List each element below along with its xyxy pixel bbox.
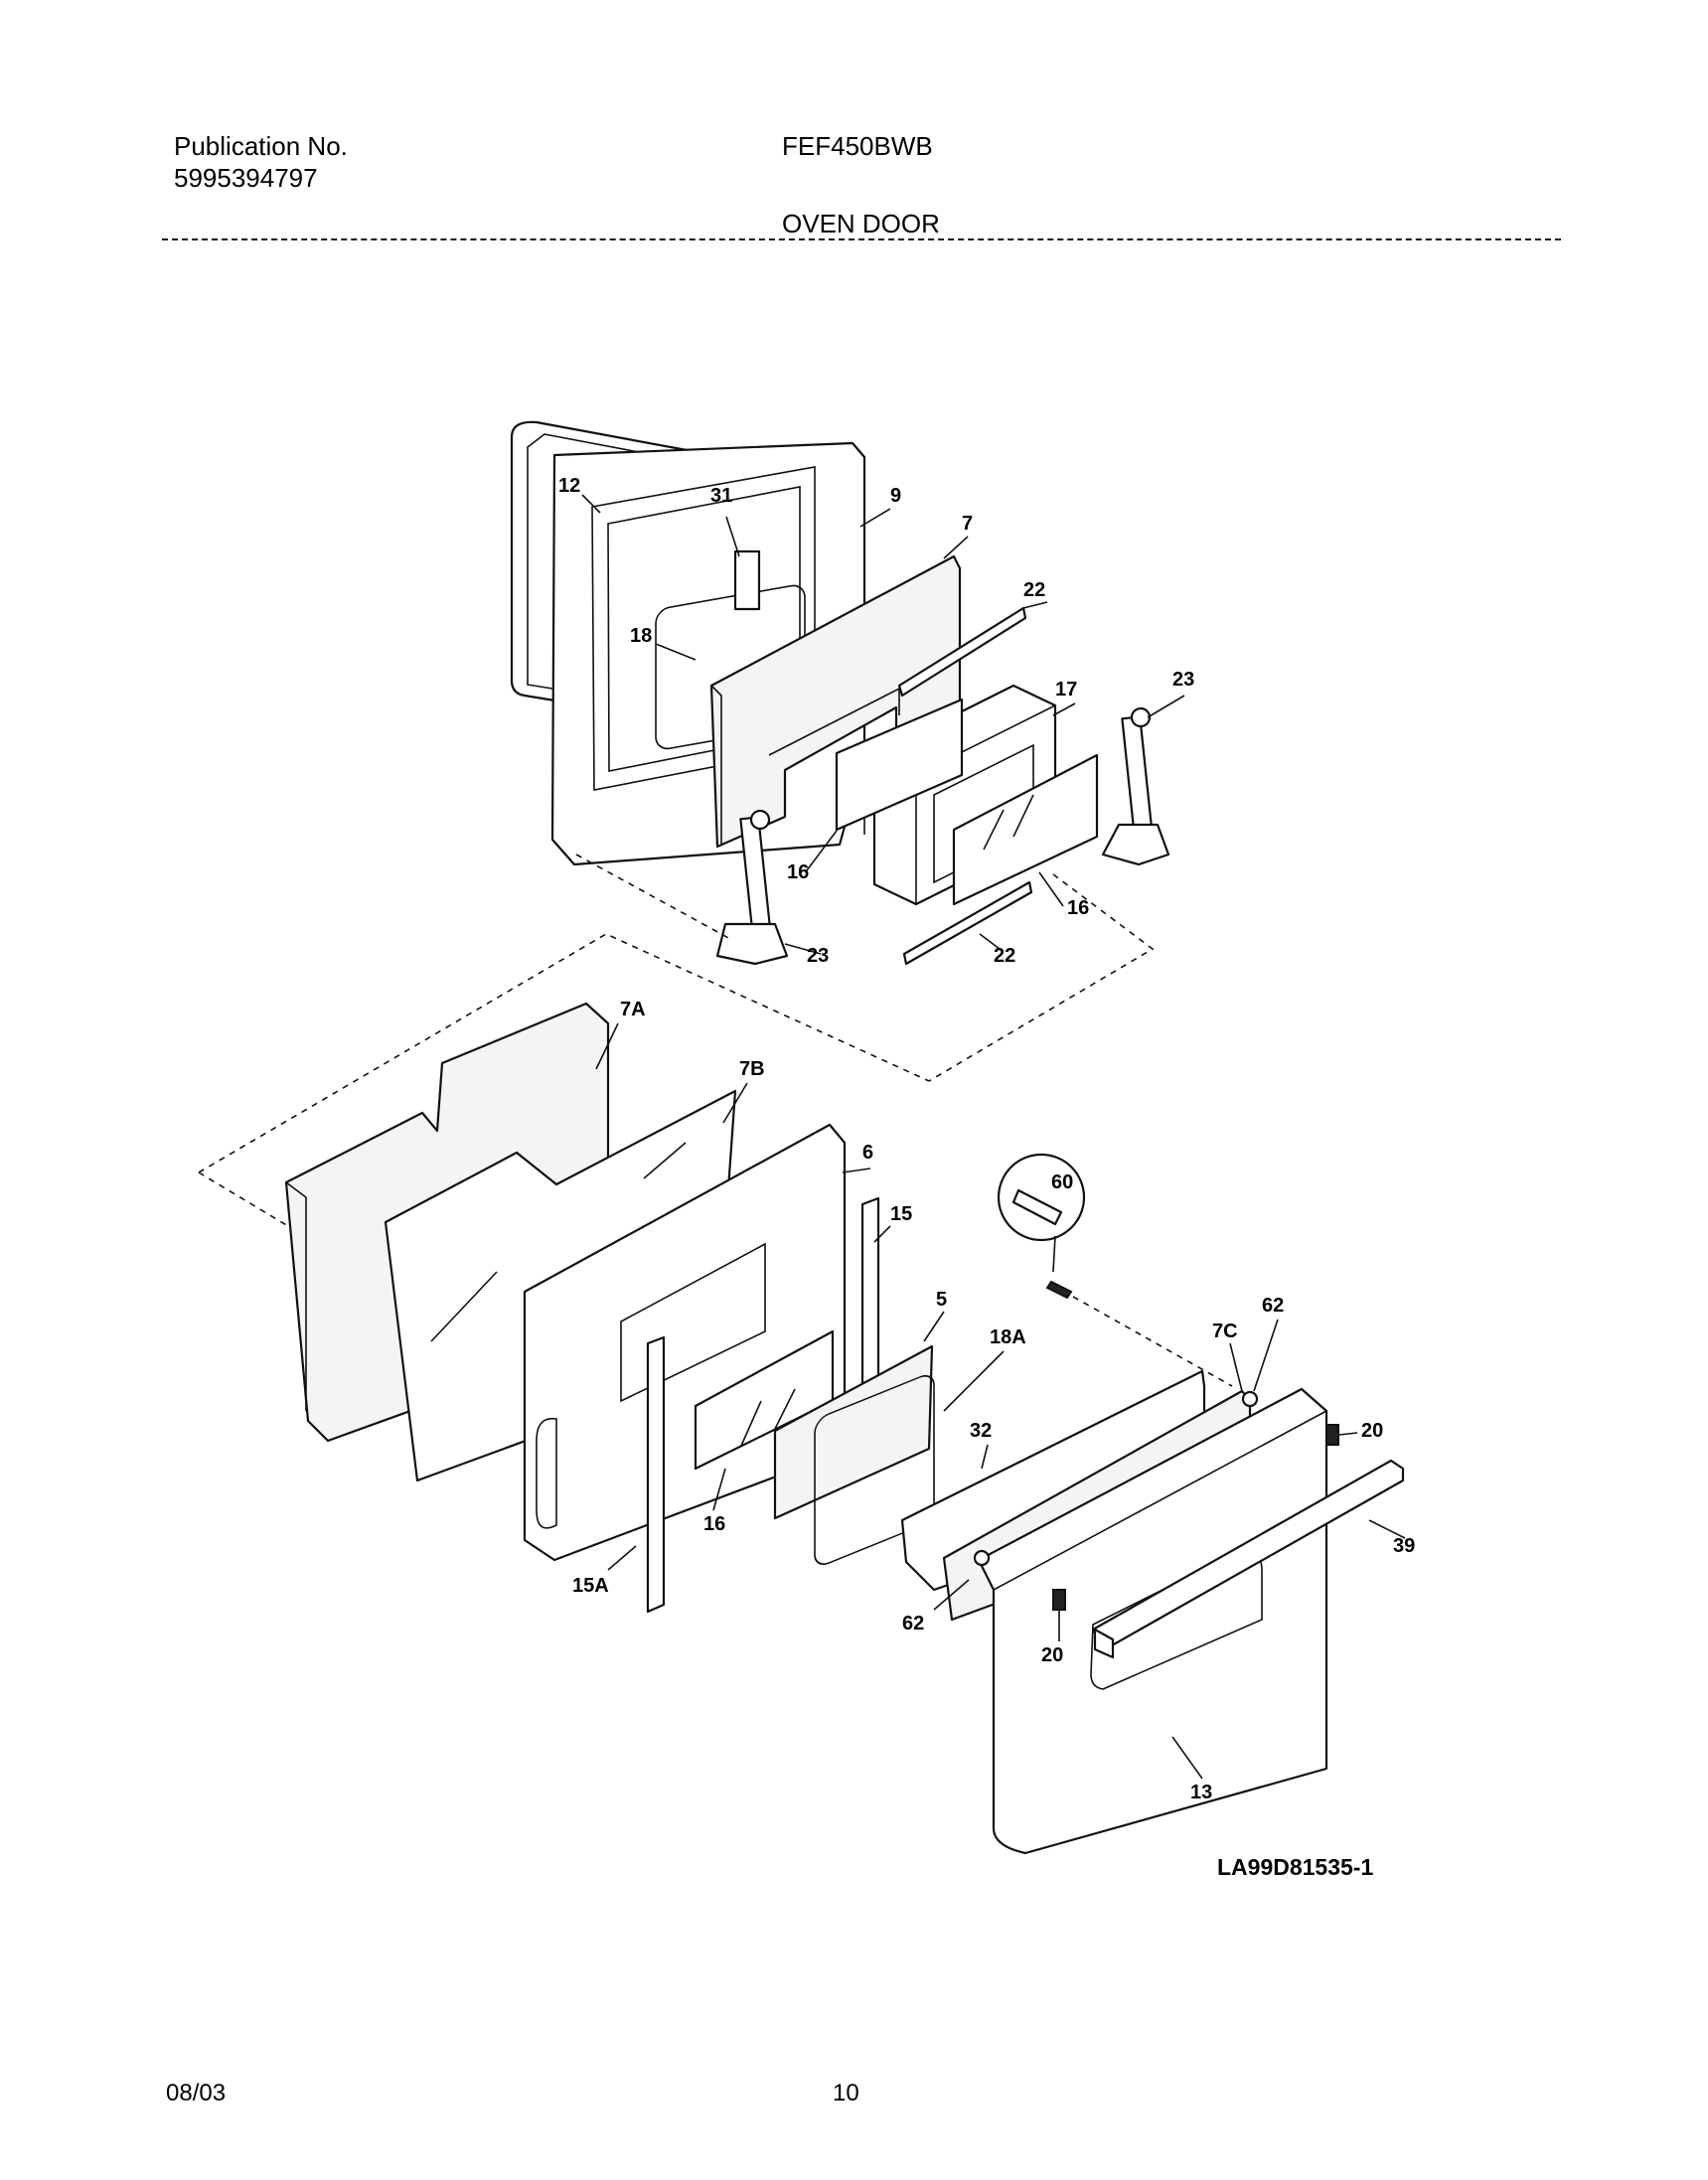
callout-7A: 7A: [620, 999, 646, 1020]
part-31-bracket: [733, 549, 761, 611]
part-15A-side-channel: [646, 1335, 666, 1614]
callout-16b: 16: [1067, 897, 1089, 919]
callout-62: 62: [1262, 1295, 1284, 1317]
footer-page-number: 10: [833, 2080, 859, 2106]
callout-12: 12: [558, 475, 580, 497]
part-62-bumper-bottom: [973, 1549, 991, 1567]
figure-code: LA99D81535-1: [1217, 1854, 1374, 1880]
part-18A-gasket: [814, 1374, 935, 1566]
part-22-upper-channel: [897, 606, 1027, 698]
callout-7B: 7B: [739, 1058, 765, 1080]
part-62-bumper-top: [1241, 1390, 1259, 1408]
callout-23: 23: [1172, 669, 1194, 691]
callout-15: 15: [890, 1203, 912, 1225]
part-23-hinge-left: [715, 809, 789, 966]
part-39-handle: [1091, 1459, 1405, 1659]
screw-dashed-line: [1072, 1296, 1233, 1387]
callout-9: 9: [890, 485, 901, 507]
callout-13: 13: [1190, 1782, 1212, 1803]
callout-20b: 20: [1041, 1644, 1063, 1666]
publication-number: 5995394797: [174, 163, 318, 193]
callout-15A: 15A: [572, 1575, 609, 1597]
callout-23b: 23: [807, 945, 829, 967]
footer-date: 08/03: [166, 2080, 227, 2106]
assembly-dashed-line-upper: [575, 854, 1155, 1082]
callout-62b: 62: [902, 1613, 924, 1635]
glass-reflection-lower: [430, 1142, 687, 1342]
callout-18: 18: [630, 625, 652, 647]
callout-labels: 12 31 9 7 22 17 23 18 16 16 23 22 7A 7B …: [558, 475, 1415, 1803]
section-title: OVEN DOOR: [782, 209, 940, 238]
part-23-hinge-right: [1101, 706, 1170, 866]
glass-reflection-16: [740, 1388, 796, 1447]
part-16-glass-right: [952, 753, 1099, 906]
callout-32: 32: [970, 1420, 992, 1442]
callout-39: 39: [1393, 1535, 1415, 1557]
part-20-end-cap-right: [1325, 1424, 1339, 1446]
callout-7C: 7C: [1212, 1321, 1238, 1342]
callout-6: 6: [862, 1142, 873, 1164]
callout-60: 60: [1051, 1171, 1073, 1193]
publication-label: Publication No.: [174, 131, 348, 161]
callout-31: 31: [710, 485, 732, 507]
callout-16c: 16: [703, 1513, 725, 1535]
part-6-inner-door: [523, 1123, 847, 1562]
callout-5: 5: [936, 1289, 947, 1311]
part-16-glass-left: [835, 698, 964, 832]
callout-16: 16: [787, 861, 809, 883]
part-20-end-cap-left: [1052, 1589, 1066, 1611]
leader-lines: [581, 494, 1406, 1780]
part-60-screw: [997, 1153, 1086, 1300]
callout-7: 7: [962, 513, 973, 535]
assembly-dashed-line-lower: [198, 933, 930, 1233]
callout-20: 20: [1361, 1420, 1383, 1442]
callout-22: 22: [1023, 579, 1045, 601]
model-number: FEF450BWB: [782, 131, 933, 161]
header-divider: [162, 238, 1561, 240]
part-22-lower-channel: [902, 880, 1033, 966]
callout-22b: 22: [994, 945, 1015, 967]
glass-reflection: [983, 794, 1034, 851]
callout-18A: 18A: [990, 1326, 1026, 1348]
callout-17: 17: [1055, 679, 1077, 701]
